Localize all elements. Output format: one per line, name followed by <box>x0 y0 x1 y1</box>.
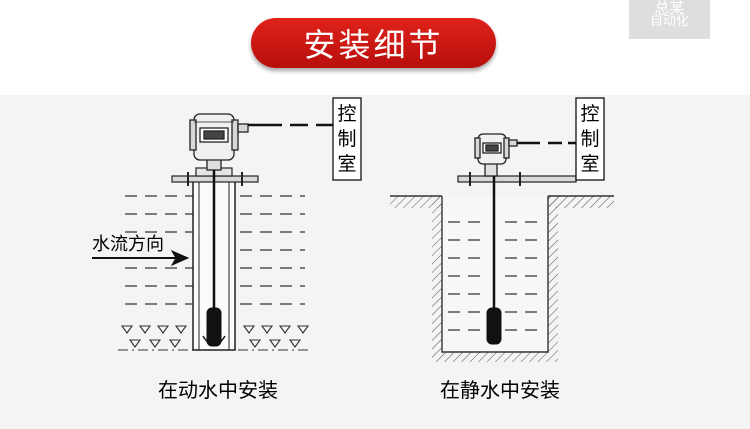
right-control-room-char-2: 制 <box>580 128 599 150</box>
right-control-room-char-1: 控 <box>580 103 599 125</box>
right-water <box>448 221 544 331</box>
right-caption: 在静水中安装 <box>440 378 560 402</box>
right-control-room-box <box>575 97 605 181</box>
right-ground <box>390 195 614 362</box>
right-scene <box>390 97 614 362</box>
section-title-banner: 安装细节 <box>251 18 496 68</box>
right-control-room-char-3: 室 <box>580 153 599 175</box>
left-scene <box>92 97 362 351</box>
flow-direction-arrow-icon <box>92 249 190 267</box>
left-control-room-box <box>332 97 362 181</box>
watermark-line2: 自动化 <box>649 14 689 29</box>
left-transmitter <box>189 113 249 171</box>
right-transmitter <box>474 133 518 177</box>
left-control-room-char-1: 控 <box>337 103 356 125</box>
left-control-room-char-2: 制 <box>337 128 356 150</box>
left-control-room-char-3: 室 <box>337 153 356 175</box>
section-title: 安装细节 <box>303 26 444 64</box>
left-caption: 在动水中安装 <box>158 378 278 402</box>
left-probe <box>202 170 226 347</box>
watermark-logo: 总某 自动化 <box>629 0 710 39</box>
right-probe <box>486 176 502 345</box>
flow-direction-label: 水流方向 <box>92 234 164 255</box>
watermark-line1: 总某 <box>654 0 685 17</box>
right-cover-plate <box>457 172 577 186</box>
illustration-panel <box>0 95 750 429</box>
